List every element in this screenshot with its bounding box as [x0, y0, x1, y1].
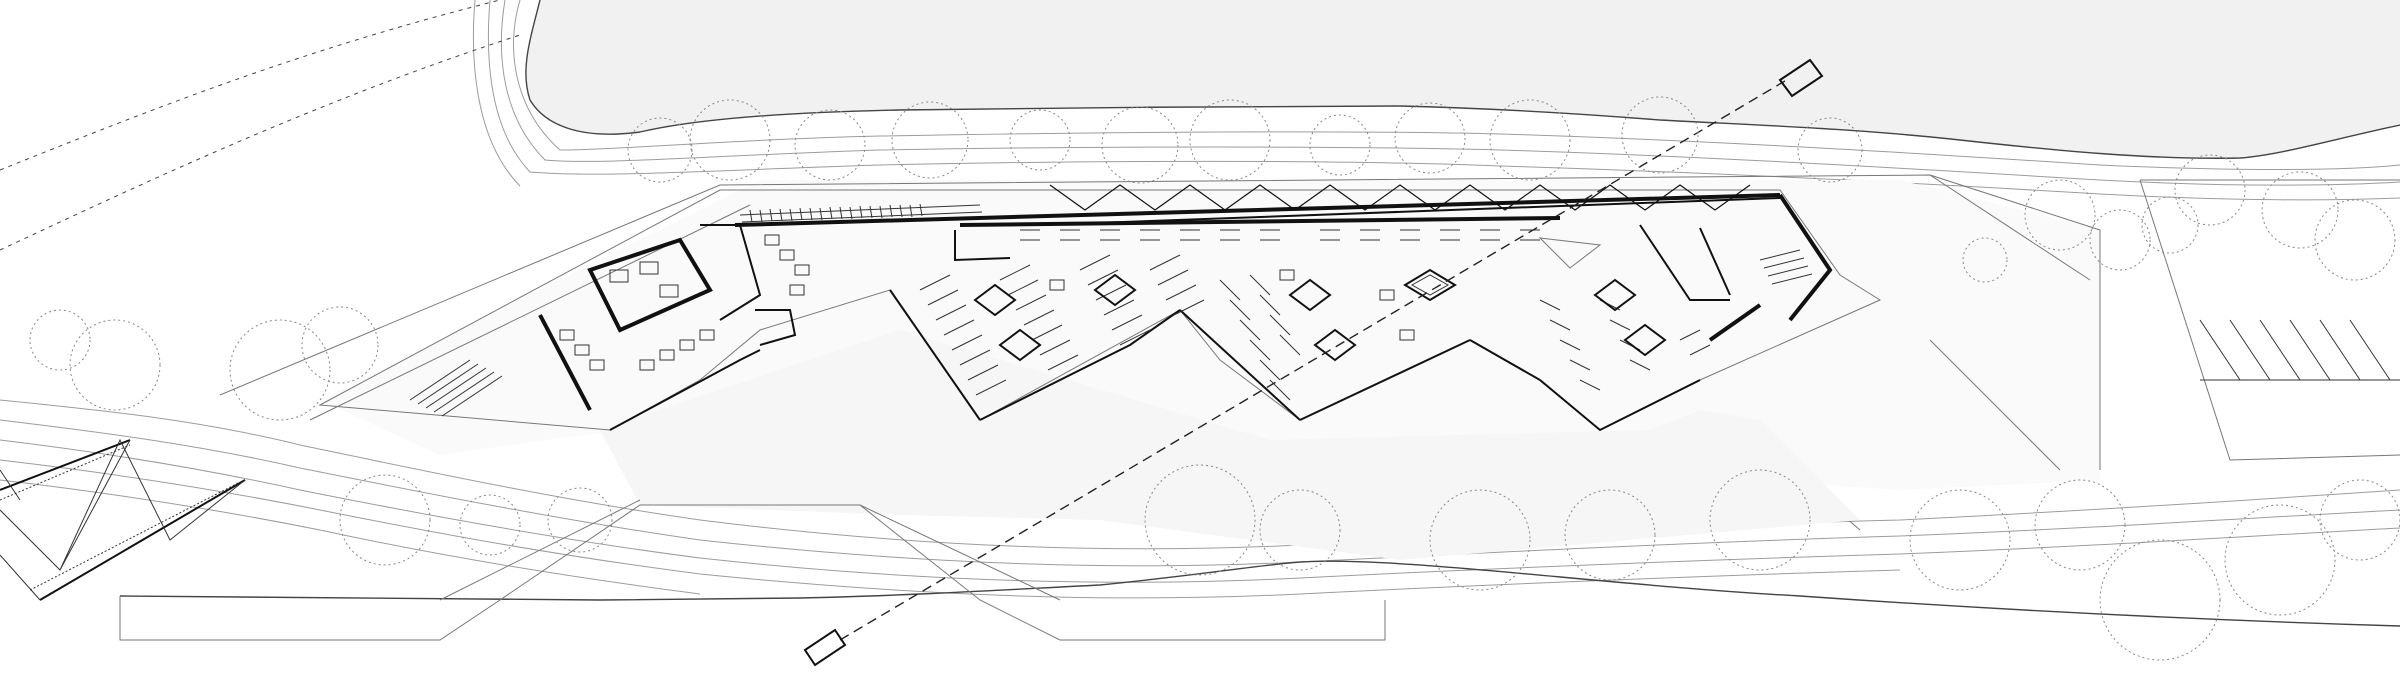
south-contours — [0, 399, 2400, 627]
building — [318, 184, 1882, 432]
wall-west — [538, 314, 592, 411]
north-stair — [739, 203, 983, 223]
reading-tables — [559, 229, 1711, 401]
terrace-path — [119, 499, 1386, 641]
trees — [29, 96, 2400, 661]
river-water — [525, 0, 2400, 159]
south-river-edge — [119, 560, 2400, 627]
parking-area — [2139, 179, 2400, 461]
triangle-feature — [1538, 237, 1602, 269]
riverbank-contours — [472, 0, 2400, 201]
arc-line-2 — [0, 34, 521, 251]
east-stair — [1759, 249, 1813, 285]
wall-east-south — [1708, 303, 1762, 342]
section-cut-line — [803, 58, 1824, 667]
west-stair — [409, 359, 503, 417]
stipple-ground — [600, 330, 1860, 560]
wall-east-core — [1778, 193, 1833, 322]
wall-north-main — [734, 193, 1781, 227]
zigzag-roof — [1049, 184, 1751, 211]
river-edge — [525, 0, 2400, 159]
wall-west-room — [587, 237, 713, 333]
arc-line-1 — [0, 0, 501, 171]
skylights — [973, 268, 1667, 362]
site-outline — [219, 174, 2091, 396]
pedestrian-bridge — [0, 438, 246, 601]
